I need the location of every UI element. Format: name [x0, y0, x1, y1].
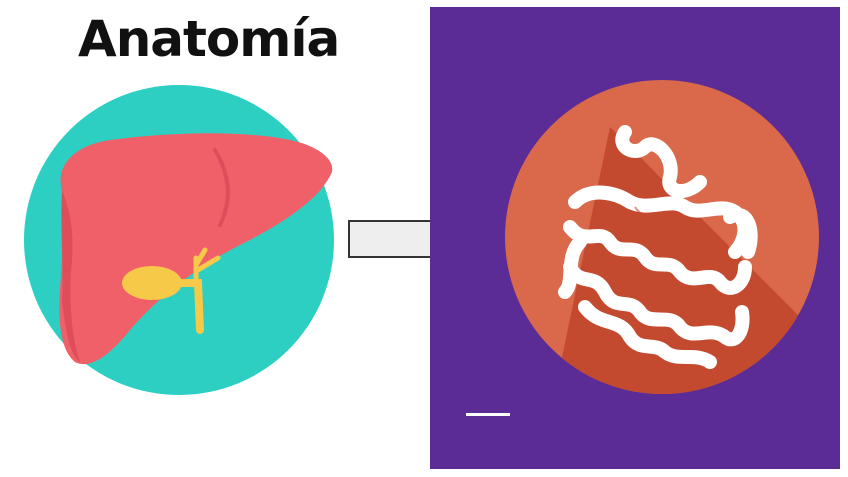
- liver-shape: [59, 133, 333, 365]
- intestines-icon: [505, 80, 819, 394]
- gallbladder: [122, 266, 182, 300]
- slide-title: Anatomía: [78, 10, 340, 68]
- panel-dash: [466, 413, 510, 416]
